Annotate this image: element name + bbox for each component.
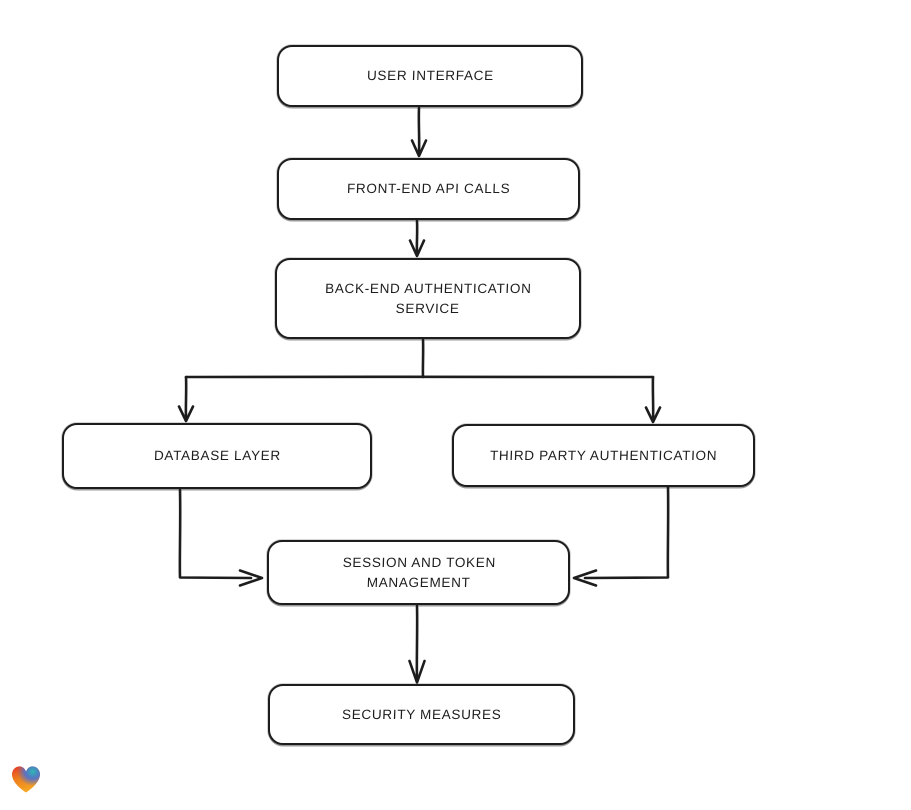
node-security-measures: SECURITY MEASURES — [268, 684, 575, 745]
node-front-end-api-calls: FRONT-END API CALLS — [277, 158, 580, 220]
node-security-measures-label: SECURITY MEASURES — [341, 706, 502, 722]
edge-thirdparty-to-session-line — [583, 485, 670, 580]
node-database-layer-label: DATABASE LAYER — [153, 448, 281, 463]
node-front-end-api-calls-label: FRONT-END API CALLS — [346, 181, 511, 196]
edge-frontend-to-backend-arrowhead — [408, 239, 426, 258]
edge-session-to-security-arrowhead — [408, 659, 426, 684]
edge-backend-split-horizontal — [184, 375, 655, 379]
edge-database-to-session-arrowhead — [238, 569, 264, 587]
node-third-party-authentication-label: THIRD PARTY AUTHENTICATION — [489, 447, 718, 463]
gradient-heart-logo — [12, 766, 40, 793]
node-session-and-token-management-label: SESSION AND TOKEN MANAGEMENT — [341, 554, 496, 590]
node-database-layer: DATABASE LAYER — [62, 423, 372, 489]
node-session-and-token-management: SESSION AND TOKEN MANAGEMENT — [267, 540, 570, 605]
node-user-interface-label: USER INTERFACE — [366, 68, 494, 83]
node-user-interface: USER INTERFACE — [277, 45, 583, 107]
edge-backend-to-thirdparty-arrowhead — [644, 406, 662, 424]
edge-database-to-session-line — [178, 488, 253, 580]
node-back-end-authentication-service-label: BACK-END AUTHENTICATION SERVICE — [324, 280, 532, 316]
edge-backend-to-database-arrowhead — [177, 405, 195, 423]
edge-ui-to-frontend-arrowhead — [410, 139, 428, 158]
node-third-party-authentication: THIRD PARTY AUTHENTICATION — [452, 424, 755, 487]
edge-thirdparty-to-session-arrowhead — [572, 569, 598, 587]
node-back-end-authentication-service: BACK-END AUTHENTICATION SERVICE — [275, 258, 581, 339]
